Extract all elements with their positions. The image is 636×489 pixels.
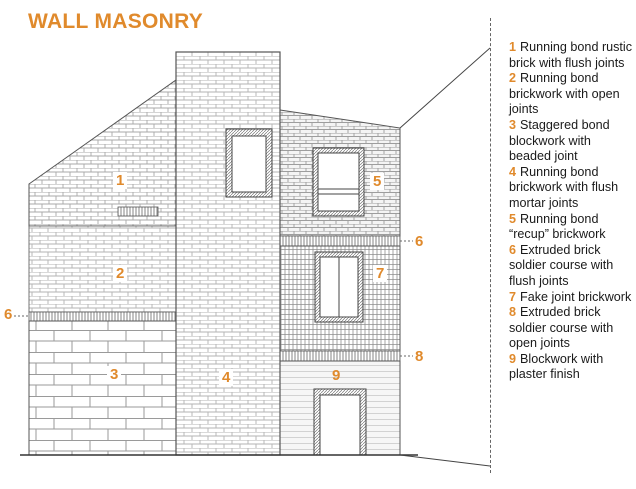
legend-num: 9: [509, 351, 517, 366]
middle-right-window: [314, 251, 364, 323]
zone-4-running-bond-tower: [175, 51, 281, 456]
legend-text: Fake joint brickwork: [520, 289, 632, 304]
legend-text: Staggered bond blockwork with beaded joi…: [509, 117, 610, 164]
zone-2-running-bond-open-joints: [28, 225, 177, 313]
zone-tag-7: 7: [373, 265, 388, 282]
legend-text: Blockwork with plaster finish: [509, 351, 604, 382]
legend-text: Running bond “recup” brickwork: [509, 211, 606, 242]
left-wing: [28, 79, 177, 456]
legend-num: 5: [509, 211, 517, 226]
tower-window: [225, 128, 273, 198]
zone-6-soldier-course-right: [279, 235, 401, 247]
legend-divider: [490, 18, 491, 473]
zone-1-rustic-brick: [28, 79, 177, 227]
zone-3-staggered-blockwork: [28, 320, 177, 456]
diagram-title: WALL MASONRY: [28, 10, 204, 33]
legend-text: Running bond brickwork with open joints: [509, 71, 620, 117]
legend-text: Running bond rustic brick with flush joi…: [509, 40, 633, 70]
upper-right-window: [312, 147, 365, 217]
legend-num: 7: [509, 289, 517, 304]
zone-tag-2: 2: [113, 265, 128, 282]
legend-text: Extruded brick soldier course with flush…: [509, 242, 614, 288]
leader-line-1: [399, 47, 490, 129]
legend-num: 3: [509, 117, 517, 132]
leader-line-2: [399, 454, 490, 467]
vent-grille: [117, 206, 159, 217]
zone-tag-4: 4: [219, 369, 234, 386]
legend-num: 1: [509, 40, 517, 54]
legend-num: 2: [509, 71, 517, 86]
wall-elevation-drawing: [14, 47, 490, 467]
zone-tag-8: 8: [415, 348, 424, 365]
legend-text: Extruded brick soldier course with open …: [509, 305, 614, 351]
entrance-door: [313, 388, 367, 456]
zone-tag-5: 5: [370, 173, 385, 190]
legend-num: 8: [509, 305, 517, 320]
legend-num: 6: [509, 242, 517, 257]
zone-tag-1: 1: [113, 172, 128, 189]
zone-tag-3: 3: [107, 366, 122, 383]
zone-tag-9: 9: [332, 367, 341, 384]
zone-tag-6-right: 6: [415, 233, 424, 250]
zone-6-soldier-course-left: [28, 311, 177, 322]
legend-num: 4: [509, 164, 517, 179]
zone-8-soldier-course-open-joints: [279, 350, 401, 362]
legend-text: Running bond brickwork with flush mortar…: [509, 164, 619, 210]
zone-tag-6-left: 6: [4, 306, 13, 323]
